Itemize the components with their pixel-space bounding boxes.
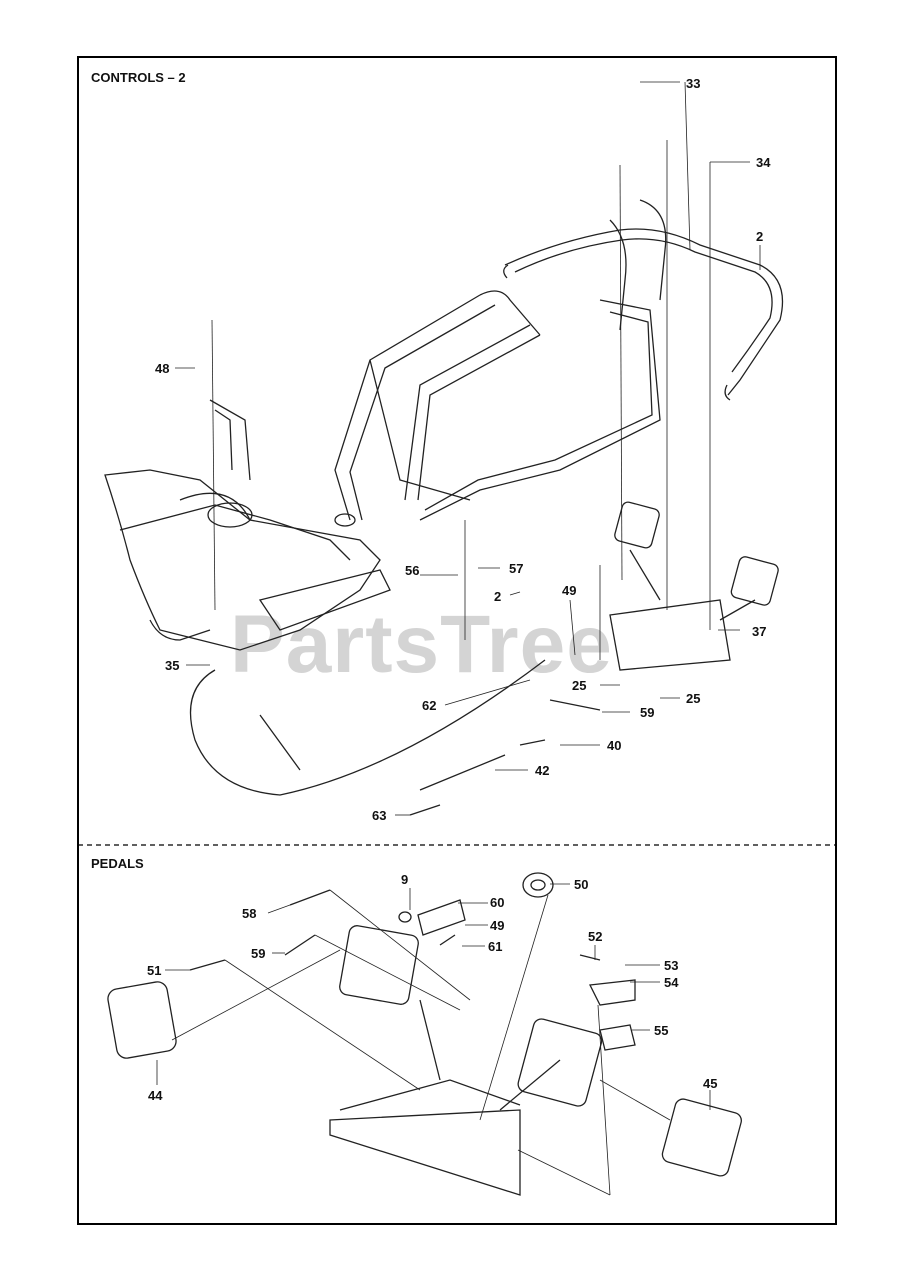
callout-59a: 59 xyxy=(640,705,654,720)
callout-49a: 49 xyxy=(562,583,576,598)
callout-45: 45 xyxy=(703,1076,717,1091)
callout-52: 52 xyxy=(588,929,602,944)
callout-58: 58 xyxy=(242,906,256,921)
section-title-controls: CONTROLS – 2 xyxy=(91,70,186,85)
callout-53: 53 xyxy=(664,958,678,973)
callout-62: 62 xyxy=(422,698,436,713)
callout-25b: 25 xyxy=(686,691,700,706)
callout-2a: 2 xyxy=(756,229,763,244)
callout-35: 35 xyxy=(165,658,179,673)
callout-55: 55 xyxy=(654,1023,668,1038)
callout-57: 57 xyxy=(509,561,523,576)
callout-33: 33 xyxy=(686,76,700,91)
callout-54: 54 xyxy=(664,975,679,990)
callout-60: 60 xyxy=(490,895,504,910)
callout-40: 40 xyxy=(607,738,621,753)
callout-63: 63 xyxy=(372,808,386,823)
callout-51: 51 xyxy=(147,963,161,978)
callout-2b: 2 xyxy=(494,589,501,604)
callout-34: 34 xyxy=(756,155,771,170)
callout-49b: 49 xyxy=(490,918,504,933)
watermark: PartsTree xyxy=(230,599,613,690)
section-title-pedals: PEDALS xyxy=(91,856,144,871)
callout-61: 61 xyxy=(488,939,502,954)
diagram-border xyxy=(77,56,837,1225)
callout-25a: 25 xyxy=(572,678,586,693)
callout-37: 37 xyxy=(752,624,766,639)
callout-9: 9 xyxy=(401,872,408,887)
frame-drawing xyxy=(104,199,784,816)
leader-lines xyxy=(175,81,761,816)
callout-labels: 33 34 2 48 56 57 2 49 37 25 25 35 62 59 … xyxy=(147,76,771,1103)
callout-42: 42 xyxy=(535,763,549,778)
pedal-leader-lines xyxy=(156,883,711,1196)
callout-50: 50 xyxy=(574,877,588,892)
callout-56: 56 xyxy=(405,563,419,578)
callout-59b: 59 xyxy=(251,946,265,961)
callout-48: 48 xyxy=(155,361,169,376)
callout-44: 44 xyxy=(148,1088,163,1103)
pedals-drawing xyxy=(107,872,742,1196)
